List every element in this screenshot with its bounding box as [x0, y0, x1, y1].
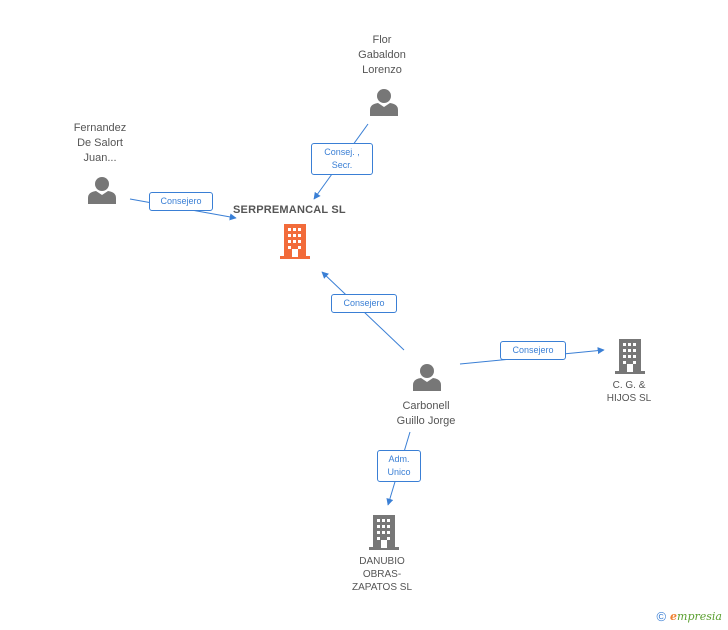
brand-logo[interactable]: empresia	[670, 610, 722, 623]
relation-badge-fernandez[interactable]: Consejero	[149, 192, 213, 211]
relation-badge-carbonell-cg[interactable]: Consejero	[500, 341, 566, 360]
brand-logo-text: mpresia	[677, 610, 722, 623]
company-name-cg[interactable]: C. G. & HIJOS SL	[606, 380, 652, 404]
main-company-building-icon[interactable]	[280, 224, 310, 259]
company-name-danubio[interactable]: DANUBIO OBRAS- ZAPATOS SL	[351, 556, 413, 593]
person-icon[interactable]	[413, 364, 441, 391]
building-icon[interactable]	[615, 339, 645, 374]
person-name-flor[interactable]: Flor Gabaldon Lorenzo	[358, 34, 406, 76]
person-icon[interactable]	[88, 177, 116, 204]
relation-badge-flor[interactable]: Consej. , Secr.	[311, 143, 373, 175]
person-name-fernandez[interactable]: Fernandez De Salort Juan...	[73, 122, 127, 164]
relation-badge-carbonell-danubio[interactable]: Adm. Unico	[377, 450, 421, 482]
brand-logo-e: e	[670, 610, 678, 623]
footer-credit: © empresia	[656, 609, 722, 624]
building-icon[interactable]	[369, 515, 399, 550]
person-icon[interactable]	[370, 89, 398, 116]
main-company-name[interactable]: SERPREMANCAL SL	[233, 204, 346, 216]
person-name-carbonell[interactable]: Carbonell Guillo Jorge	[396, 400, 456, 427]
copyright-icon: ©	[656, 609, 667, 624]
relation-badge-carbonell-serpremancal[interactable]: Consejero	[331, 294, 397, 313]
